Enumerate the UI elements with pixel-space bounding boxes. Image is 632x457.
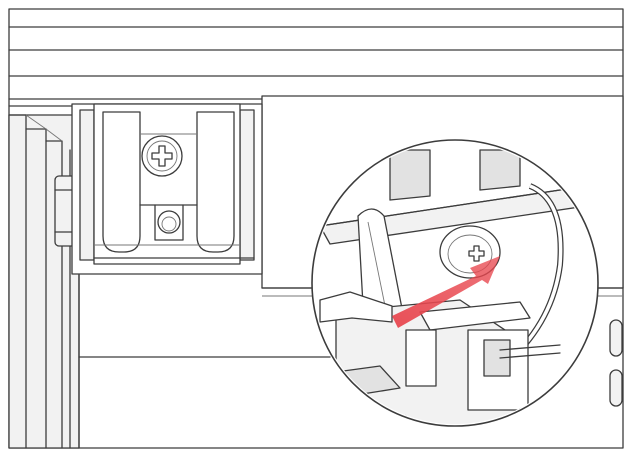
- direction-arrow-icon: [392, 256, 500, 328]
- cabinet-frame-icon: [8, 96, 331, 449]
- side-slots: [609, 319, 623, 407]
- top-rails: [8, 26, 624, 100]
- phillips-screw-icon: [141, 135, 183, 177]
- detail-magnifier-icon: [311, 139, 599, 427]
- hinge-clip-icon: [54, 103, 263, 275]
